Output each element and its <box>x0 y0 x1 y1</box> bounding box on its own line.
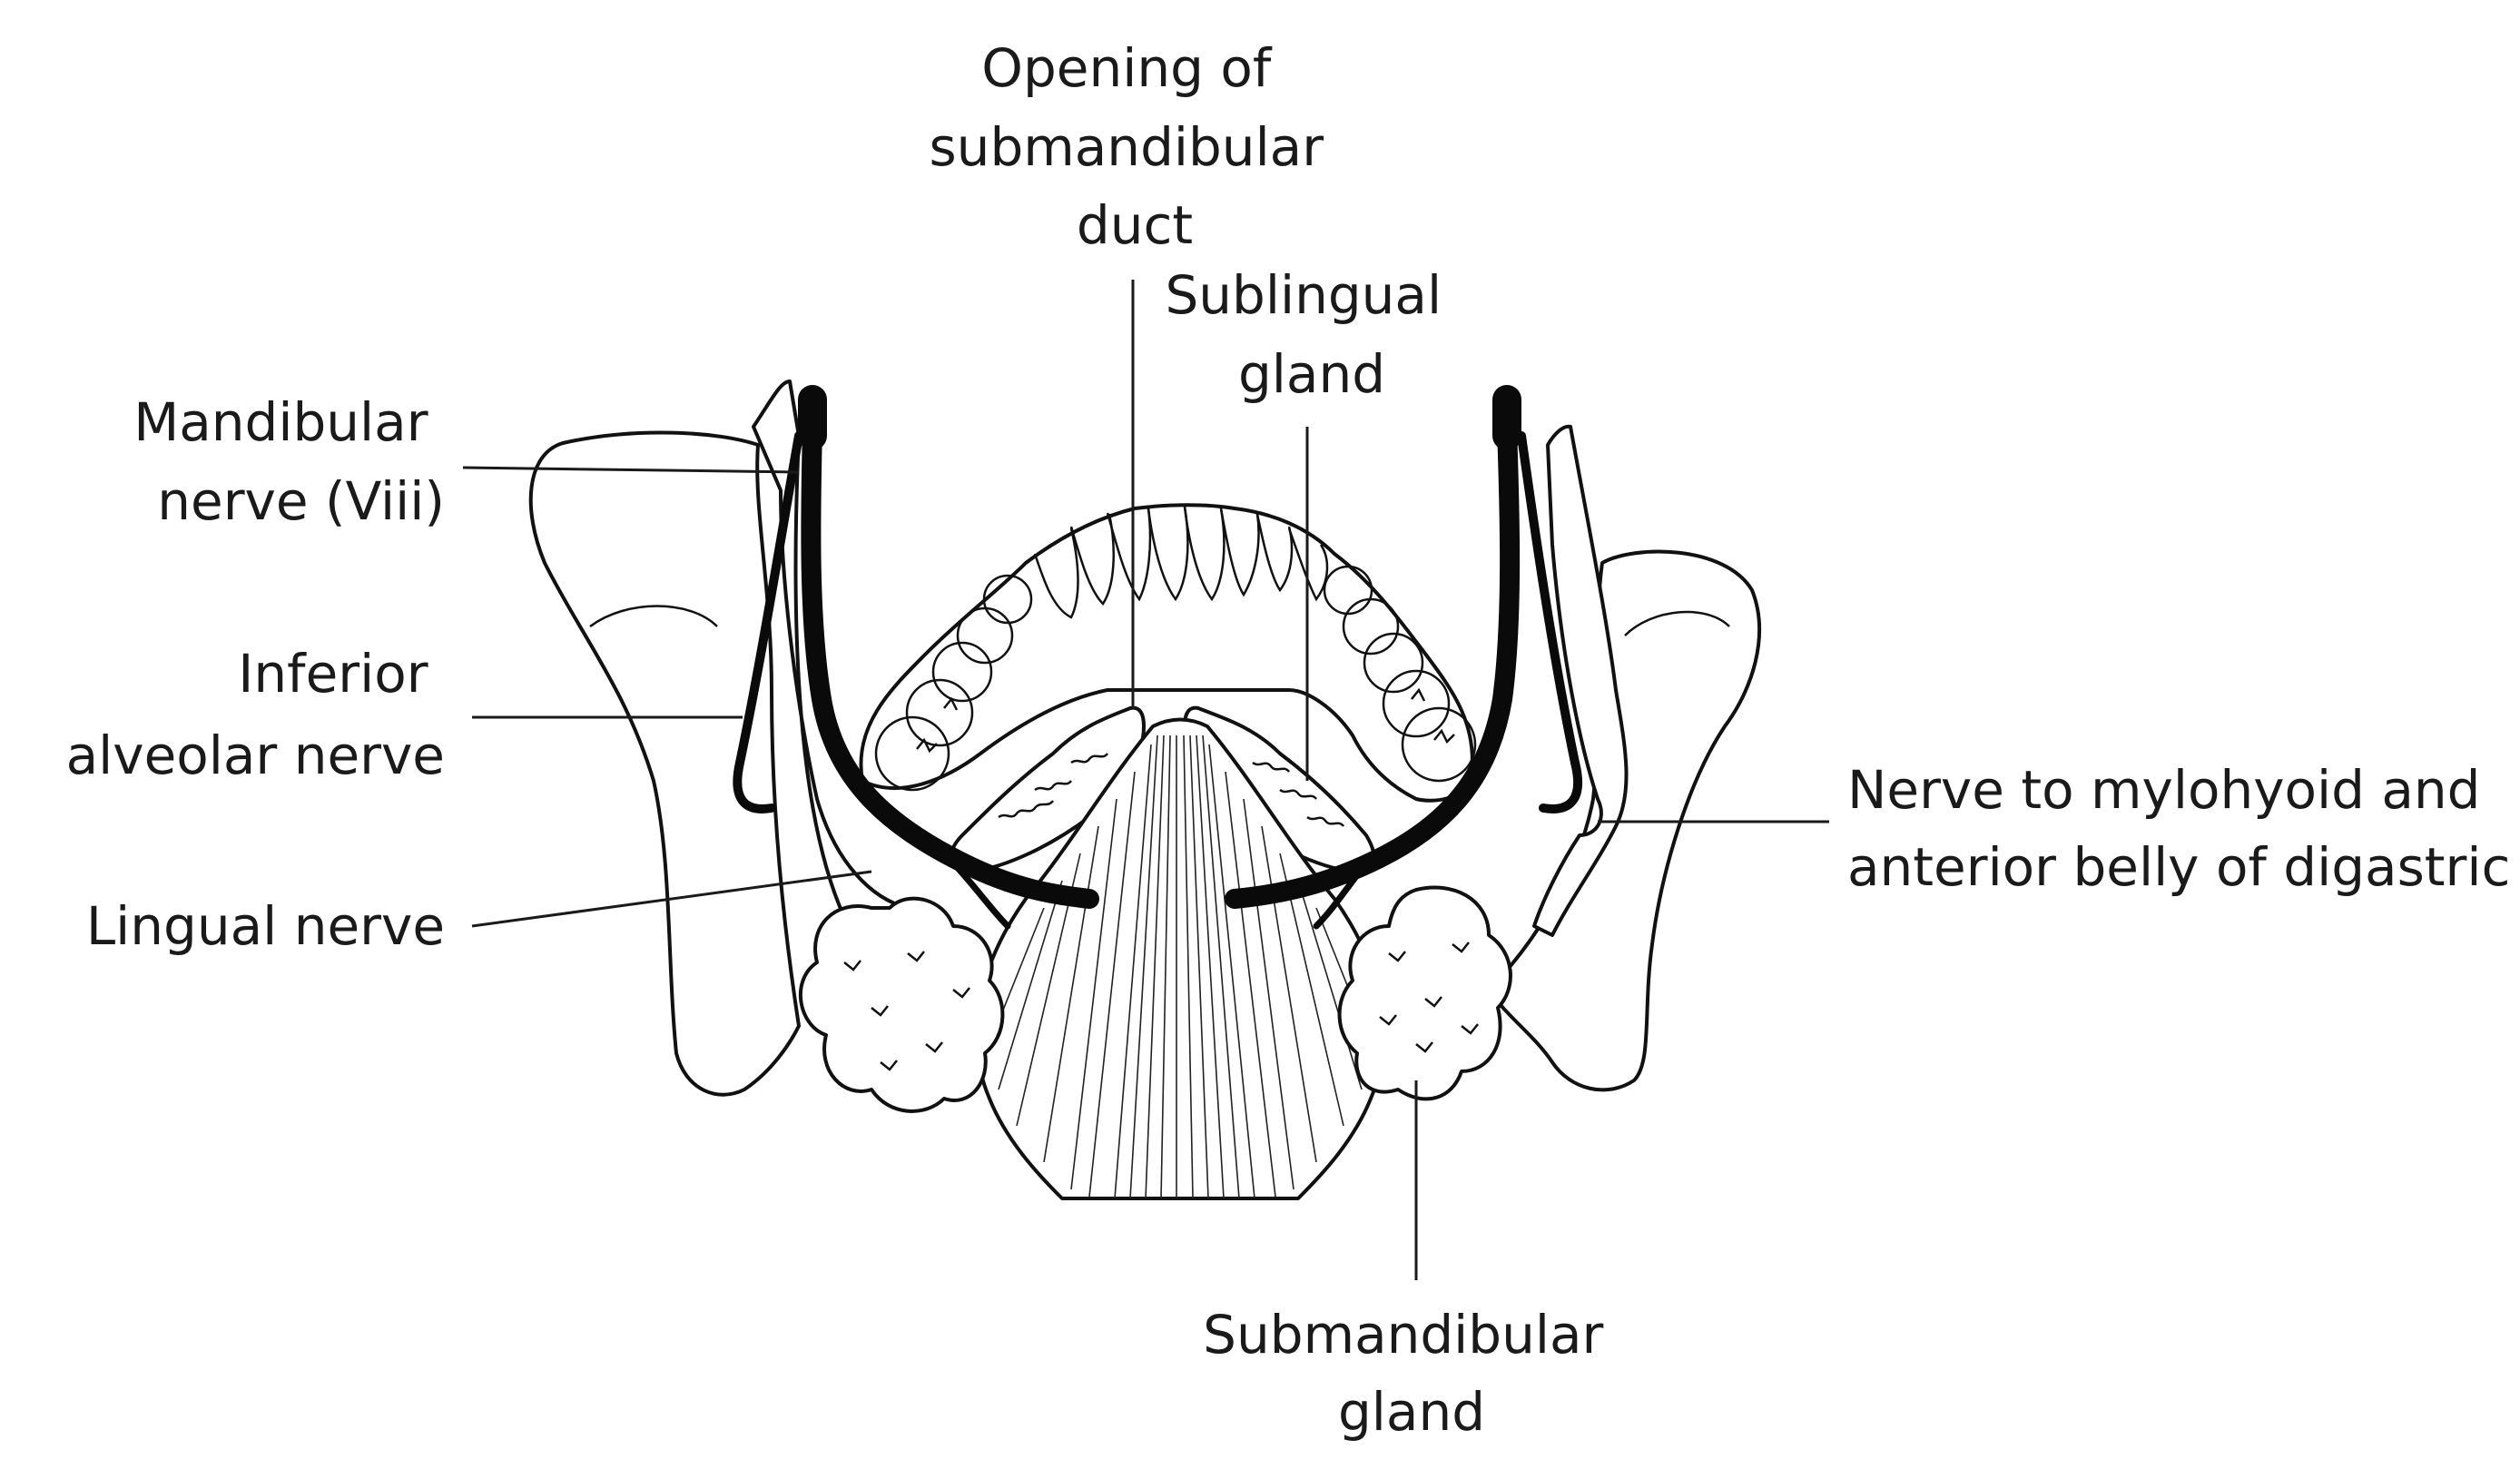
label-inferior-alveolar-nerve: Inferior alveolar nerve <box>66 643 445 786</box>
right-nerves <box>1225 385 1583 930</box>
left-nerves <box>733 385 1099 930</box>
label-mandibular-nerve: Mandibular nerve (Viii) <box>133 391 445 532</box>
right-mandible-ramus <box>1487 424 1761 1092</box>
submandibular-glands <box>799 885 1512 1113</box>
teeth-arch <box>859 503 1477 803</box>
leader-mandibular-nerve <box>462 466 800 474</box>
sublingual-glands <box>949 705 1376 873</box>
leader-lines <box>462 280 1829 1280</box>
label-opening-duct: Opening of submandibular duct <box>929 37 1340 256</box>
label-submandibular-gland: Submandibular gland <box>1203 1304 1620 1443</box>
label-lingual-nerve: Lingual nerve <box>86 895 445 957</box>
label-mylohyoid-nerve: Nerve to mylohyoid and anterior belly of… <box>1847 759 2510 898</box>
leader-lingual-nerve <box>471 870 872 928</box>
floor-muscles <box>974 717 1386 1200</box>
label-sublingual-gland: Sublingual gland <box>1165 264 1458 405</box>
